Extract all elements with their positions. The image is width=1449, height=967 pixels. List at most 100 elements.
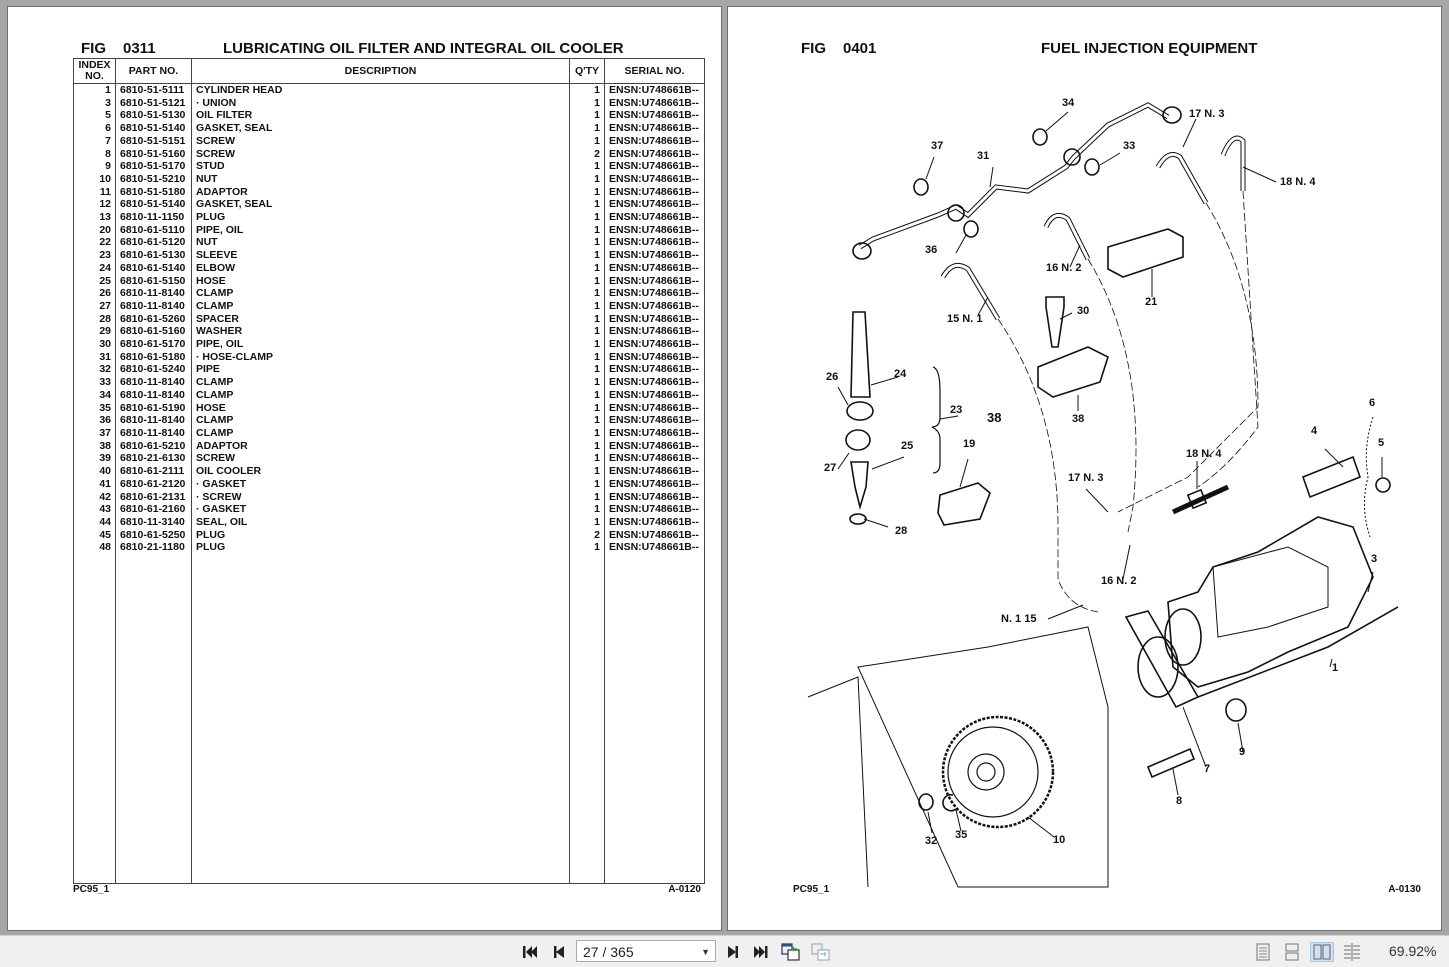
fig-number: 0311 bbox=[123, 40, 156, 57]
last-page-button[interactable] bbox=[751, 942, 771, 962]
cell-serial: ENSN:U748661B-- bbox=[604, 122, 705, 135]
cell-description: CYLINDER HEAD bbox=[191, 83, 570, 97]
cell-description: CLAMP bbox=[191, 287, 570, 300]
cell-index: 38 bbox=[73, 439, 116, 453]
cell-index: 31 bbox=[73, 350, 116, 364]
cell-description: GASKET, SEAL bbox=[191, 198, 570, 212]
zoom-level[interactable]: 69.92% bbox=[1389, 943, 1437, 959]
footer-page-code: A-0120 bbox=[668, 884, 701, 895]
injector-24 bbox=[850, 311, 871, 398]
cell-part-no: 6810-61-5140 bbox=[115, 261, 192, 275]
callout: 37 bbox=[931, 140, 944, 152]
continuous-view-button[interactable] bbox=[1282, 942, 1302, 962]
navigate-forward-icon bbox=[811, 943, 830, 961]
callout: 7 bbox=[1204, 763, 1211, 775]
facing-pages-view-button[interactable] bbox=[1310, 942, 1334, 962]
cell-index: 24 bbox=[73, 261, 116, 275]
cell-index: 35 bbox=[73, 401, 116, 415]
cell-qty: 2 bbox=[569, 147, 605, 161]
cell-serial: ENSN:U748661B-- bbox=[604, 401, 705, 415]
cell-part-no: 6810-61-5130 bbox=[115, 249, 192, 262]
cell-part-no: 6810-51-5140 bbox=[115, 198, 192, 212]
cell-part-no: 6810-11-8140 bbox=[115, 388, 192, 402]
cell-part-no: 6810-11-1150 bbox=[115, 211, 192, 224]
cell-description: STUD bbox=[191, 160, 570, 173]
cell-description: · UNION bbox=[191, 96, 570, 110]
prev-page-button[interactable] bbox=[549, 942, 569, 962]
cell-index: 33 bbox=[73, 376, 116, 389]
cell-qty: 1 bbox=[569, 83, 605, 97]
cell-description: · SCREW bbox=[191, 490, 570, 504]
header-serial: SERIAL NO. bbox=[604, 58, 705, 84]
callout: 26 bbox=[826, 371, 839, 383]
cell-part-no: 6810-61-5250 bbox=[115, 528, 192, 542]
washer-33 bbox=[1084, 158, 1100, 176]
cell-serial: ENSN:U748661B-- bbox=[604, 287, 705, 300]
cell-part-no: 6810-11-8140 bbox=[115, 426, 192, 440]
cell-part-no: 6810-11-8140 bbox=[115, 414, 192, 427]
callout: 38 bbox=[987, 410, 1002, 425]
cell-part-no: 6810-51-5151 bbox=[115, 134, 192, 148]
cell-qty: 1 bbox=[569, 211, 605, 224]
cell-part-no: 6810-51-5121 bbox=[115, 96, 192, 110]
navigate-forward-button[interactable] bbox=[811, 942, 831, 962]
fig-title: FUEL INJECTION EQUIPMENT bbox=[1041, 40, 1258, 57]
footer-model: PC95_1 bbox=[793, 884, 830, 895]
gasket-7 bbox=[1124, 610, 1200, 709]
cell-part-no: 6810-51-5170 bbox=[115, 160, 192, 173]
cell-qty: 1 bbox=[569, 287, 605, 300]
callout: 31 bbox=[977, 150, 990, 162]
cell-index: 28 bbox=[73, 312, 116, 326]
last-page-icon bbox=[754, 946, 768, 958]
page-number-dropdown[interactable]: 27 / 365 ▼ bbox=[576, 940, 716, 962]
cell-description: HOSE bbox=[191, 274, 570, 288]
fuel-injection-diagram bbox=[807, 102, 1399, 888]
cell-index: 6 bbox=[73, 122, 116, 135]
cell-serial: ENSN:U748661B-- bbox=[604, 465, 705, 478]
cell-part-no: 6810-61-5210 bbox=[115, 439, 192, 453]
next-page-button[interactable] bbox=[723, 942, 743, 962]
cell-index: 37 bbox=[73, 426, 116, 440]
cell-qty: 1 bbox=[569, 465, 605, 478]
cell-description: PIPE, OIL bbox=[191, 223, 570, 237]
cell-serial: ENSN:U748661B-- bbox=[604, 325, 705, 339]
clamp-block-21 bbox=[1107, 228, 1184, 278]
callout: 15 N. 1 bbox=[947, 313, 983, 325]
cell-qty: 1 bbox=[569, 401, 605, 415]
spacer-28 bbox=[849, 513, 867, 525]
fig-number: 0401 bbox=[843, 40, 877, 57]
cell-qty: 1 bbox=[569, 452, 605, 466]
navigate-back-icon bbox=[781, 943, 800, 961]
clamp-26 bbox=[846, 401, 874, 421]
cell-description: WASHER bbox=[191, 325, 570, 339]
first-page-button[interactable] bbox=[520, 942, 540, 962]
stud-8 bbox=[1146, 747, 1196, 779]
cell-description: SCREW bbox=[191, 452, 570, 466]
continuous-page-icon bbox=[1285, 943, 1299, 961]
cell-qty: 1 bbox=[569, 261, 605, 275]
cell-part-no: 6810-21-6130 bbox=[115, 452, 192, 466]
cell-description: SCREW bbox=[191, 147, 570, 161]
callout: 3 bbox=[1371, 553, 1378, 565]
cell-description: PIPE bbox=[191, 363, 570, 377]
single-page-view-button[interactable] bbox=[1253, 942, 1273, 962]
cell-part-no: 6810-61-5120 bbox=[115, 236, 192, 250]
navigate-back-button[interactable] bbox=[781, 942, 801, 962]
cell-index: 7 bbox=[73, 134, 116, 148]
cell-serial: ENSN:U748661B-- bbox=[604, 223, 705, 237]
cell-part-no: 6810-61-5190 bbox=[115, 401, 192, 415]
cell-qty: 1 bbox=[569, 109, 605, 123]
empty-cell bbox=[569, 554, 605, 885]
cell-part-no: 6810-11-8140 bbox=[115, 376, 192, 389]
callout: 30 bbox=[1077, 305, 1090, 317]
cell-serial: ENSN:U748661B-- bbox=[604, 363, 705, 377]
cell-index: 13 bbox=[73, 211, 116, 224]
continuous-facing-view-button[interactable] bbox=[1342, 942, 1362, 962]
cell-description: CLAMP bbox=[191, 299, 570, 313]
